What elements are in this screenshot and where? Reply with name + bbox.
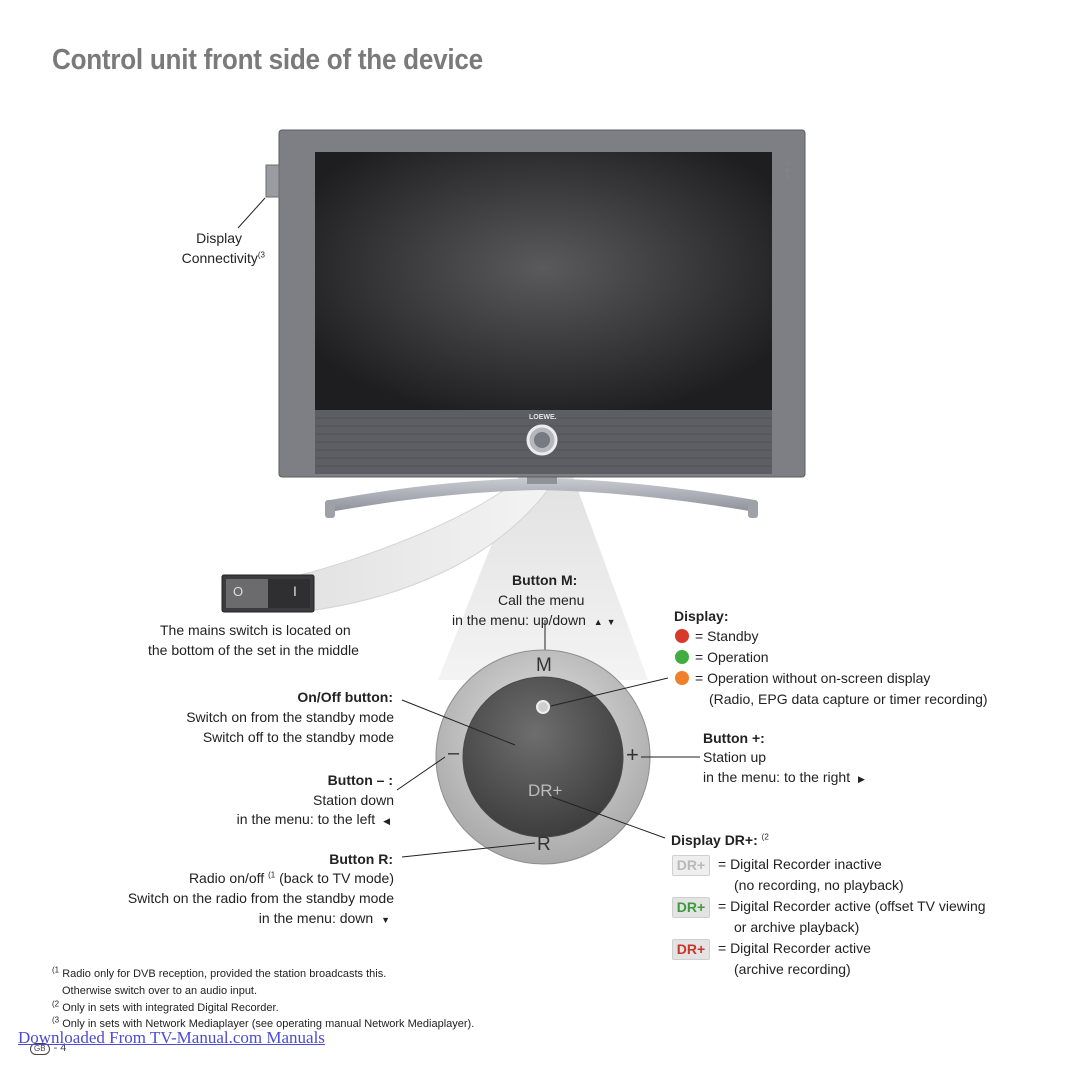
dr-active-green-icon: DR+ — [672, 896, 710, 918]
arrow-left-icon: ◀ — [383, 816, 390, 826]
arrow-up-icon: ▲ — [593, 617, 603, 627]
arrow-right-icon: ▶ — [857, 774, 865, 784]
display-item-operation: = Operation — [675, 647, 769, 667]
dr-item-active-recording: DR+= Digital Recorder active — [672, 938, 871, 960]
dr-inactive-icon: DR+ — [672, 854, 710, 876]
control-knob — [462, 676, 624, 838]
arrow-down-icon: ▼ — [606, 617, 616, 627]
button-minus-line2: in the menu: to the left ◀ — [236, 811, 390, 827]
button-minus-line1: Station down — [313, 792, 394, 808]
footnote-1-cont: Otherwise switch over to an audio input. — [62, 985, 258, 997]
mains-off-symbol: O — [233, 584, 244, 599]
mains-line2: the bottom of the set in the middle — [148, 642, 359, 658]
connectivity-label: Connectivity(3 — [181, 250, 265, 266]
button-plus-line1: Station up — [703, 749, 767, 765]
status-led — [536, 700, 550, 714]
display-note: (Radio, EPG data capture or timer record… — [709, 691, 988, 707]
dr-active-red-icon: DR+ — [672, 938, 710, 960]
arrow-down-icon: ▼ — [381, 915, 390, 925]
button-r-line1: Radio on/off (1 (back to TV mode) — [188, 870, 394, 886]
page-title: Control unit front side of the device — [52, 44, 483, 76]
display-item-standby: = Standby — [675, 626, 758, 646]
dr-item-active-playback-note: or archive playback) — [734, 919, 860, 935]
button-minus-title: Button – : — [327, 772, 393, 788]
led-red-icon — [675, 629, 689, 643]
connectivity-display — [265, 164, 280, 198]
button-m-title: Button M: — [512, 572, 578, 588]
ring-label-plus: + — [626, 742, 639, 767]
mains-line1: The mains switch is located on — [160, 622, 351, 638]
onoff-title: On/Off button: — [297, 689, 393, 705]
display-item-operation-no-osd: = Operation without on-screen display — [675, 668, 930, 688]
button-r-line2: Switch on the radio from the standby mod… — [127, 890, 394, 906]
button-plus-title: Button +: — [703, 730, 765, 746]
display-connectivity-label: Display — [196, 230, 242, 246]
display-dr-title: Display DR+: (2 — [671, 832, 769, 848]
svg-text:0: 0 — [786, 161, 789, 167]
footnote-1: (1 Radio only for DVB reception, provide… — [52, 965, 387, 980]
footnote-3: (3 Only in sets with Network Mediaplayer… — [52, 1015, 475, 1030]
button-plus-line2: in the menu: to the right ▶ — [703, 769, 865, 785]
svg-text:0: 0 — [786, 175, 789, 181]
ring-label-m: M — [536, 655, 552, 676]
dr-item-inactive: DR+= Digital Recorder inactive — [672, 854, 882, 876]
dr-item-active-recording-note: (archive recording) — [734, 961, 851, 977]
footnote-2: (2 Only in sets with integrated Digital … — [52, 999, 279, 1014]
onoff-line1: Switch on from the standby mode — [186, 709, 394, 725]
onoff-line2: Switch off to the standby mode — [202, 729, 394, 745]
button-r-title: Button R: — [329, 851, 393, 867]
led-green-icon — [675, 650, 689, 664]
dr-item-inactive-note: (no recording, no playback) — [734, 877, 904, 893]
page-number: GB- 4 — [30, 1042, 66, 1055]
language-badge: GB — [30, 1043, 50, 1055]
light-beam — [438, 455, 648, 680]
tv-stand — [330, 478, 755, 512]
ring-label-r: R — [537, 834, 551, 855]
dr-item-active-playback: DR+= Digital Recorder active (offset TV … — [672, 896, 986, 918]
tv-brand-logo: LOEWE. — [529, 414, 557, 421]
download-link[interactable]: Downloaded From TV-Manual.com Manuals — [18, 1028, 325, 1047]
button-r-line3: in the menu: down ▼ — [258, 910, 390, 926]
ring-label-minus: – — [448, 742, 460, 764]
mains-on-symbol: I — [293, 583, 297, 599]
button-m-line1: Call the menu — [498, 592, 585, 608]
ring-label-dr: DR+ — [528, 781, 563, 800]
display-title: Display: — [674, 608, 729, 624]
svg-text:0: 0 — [786, 168, 789, 174]
led-orange-icon — [675, 671, 689, 685]
button-m-line2: in the menu: up/down ▲ ▼ — [452, 612, 616, 628]
tv-screen — [315, 152, 772, 410]
